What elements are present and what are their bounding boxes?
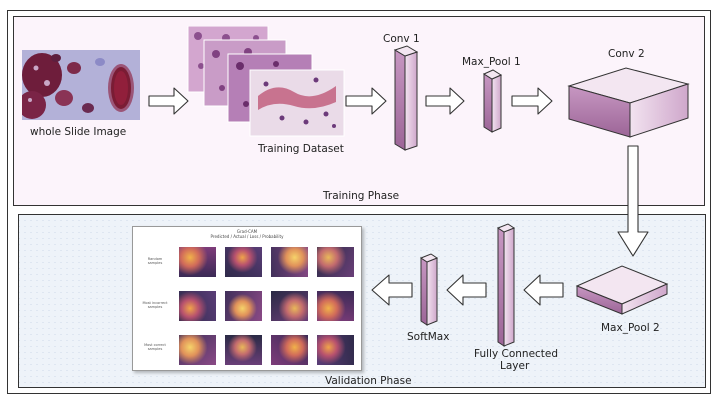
gradcam-tile [317,291,354,321]
training-phase-label: Training Phase [323,190,400,202]
gradcam-row-label-random: Random samples [147,257,163,265]
max-pool2-label: Max_Pool 2 [601,322,660,334]
gradcam-tile [317,335,354,365]
gradcam-row-label-incorrect: Most incorrect samples [142,301,168,309]
gradcam-figure: Grad-CAM Predicted / Actual / Loss / Pro… [132,226,362,371]
training-dataset-label: Training Dataset [258,143,344,155]
gradcam-subtitle: Predicted / Actual / Loss / Probability [210,234,284,239]
arrow-pool2-to-fc [523,274,564,306]
gradcam-title: Grad-CAM [236,229,258,234]
max-pool1-block [482,69,503,133]
fully-connected-label: Fully Connected [474,348,559,360]
fully-connected-label-2: Layer [500,360,530,372]
gradcam-tile [271,335,308,365]
softmax-label: SoftMax [407,331,450,343]
gradcam-row-label-correct: Most correct samples [144,343,166,351]
gradcam-tile [271,291,308,321]
conv1-label: Conv 1 [383,33,420,45]
max-pool2-block [575,265,669,315]
conv2-label: Conv 2 [608,48,645,60]
conv2-block [567,67,690,138]
training-dataset-stack [186,25,346,138]
arrow-wsi-to-dataset [148,87,189,115]
arrow-softmax-to-gradcam [371,274,413,306]
gradcam-tile [179,291,216,321]
gradcam-tile [225,335,262,365]
arrow-dataset-to-conv1 [345,87,387,115]
arrow-fc-to-softmax [446,274,487,306]
gradcam-tile [225,247,262,277]
arrow-conv1-to-pool1 [425,87,465,115]
gradcam-tile [179,247,216,277]
max-pool1-label: Max_Pool 1 [462,56,521,68]
whole-slide-image [22,50,140,120]
gradcam-tile [225,291,262,321]
softmax-block [419,253,439,326]
conv1-block [393,45,419,151]
arrow-conv2-to-pool2 [617,145,649,257]
fully-connected-block [496,223,516,347]
arrow-pool1-to-conv2 [511,87,553,115]
validation-phase-label: Validation Phase [325,375,412,387]
gradcam-tile [271,247,308,277]
gradcam-tile [179,335,216,365]
whole-slide-image-label: whole Slide Image [30,126,127,138]
gradcam-tile [317,247,354,277]
